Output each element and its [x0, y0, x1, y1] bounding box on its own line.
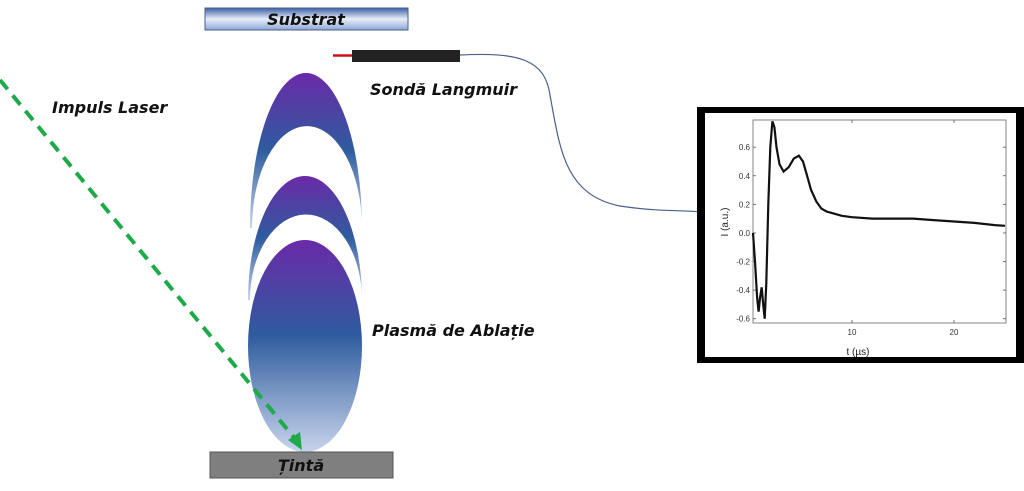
substrate-label: Substrat	[267, 10, 346, 29]
y-tick-label: 0.0	[739, 229, 751, 238]
target-label: Țintă	[278, 456, 324, 475]
y-axis-label: I (a.u.)	[720, 208, 731, 237]
y-tick-label: -0.4	[736, 286, 750, 295]
x-tick-label: 20	[950, 328, 959, 337]
y-tick-label: -0.2	[736, 258, 750, 267]
probe-cable	[459, 53, 701, 213]
langmuir-probe: Sondă Langmuir	[333, 50, 701, 213]
substrate: Substrat	[204, 7, 409, 31]
signal-chart: -0.6 -0.4 -0.2 0.0 0.2 0.4 0.6 10 20 t (µs) I (a…	[697, 107, 1024, 363]
plume-front-1	[250, 73, 362, 228]
plume-front-2	[248, 176, 362, 300]
series-line	[751, 121, 1006, 319]
plasma-plume: Plasmă de Ablație	[248, 73, 535, 452]
plasma-label: Plasmă de Ablație	[372, 321, 535, 340]
chart-background	[705, 113, 1016, 357]
x-axis-label: t (µs)	[847, 347, 870, 358]
laser-arrowhead	[288, 432, 302, 450]
target: Țintă	[209, 451, 394, 479]
y-tick-label: 0.2	[739, 200, 751, 209]
probe-body	[352, 50, 460, 62]
x-tick-label: 10	[848, 328, 857, 337]
y-tick-label: 0.6	[739, 143, 751, 152]
laser-label: Impuls Laser	[52, 98, 168, 117]
plume-core	[248, 240, 362, 452]
plot-area	[752, 119, 1007, 324]
probe-label: Sondă Langmuir	[370, 80, 518, 99]
laser-pulse: Impuls Laser	[0, 78, 302, 450]
y-tick-label: -0.6	[736, 315, 750, 324]
y-tick-label: 0.4	[739, 172, 751, 181]
laser-beam	[0, 78, 298, 442]
